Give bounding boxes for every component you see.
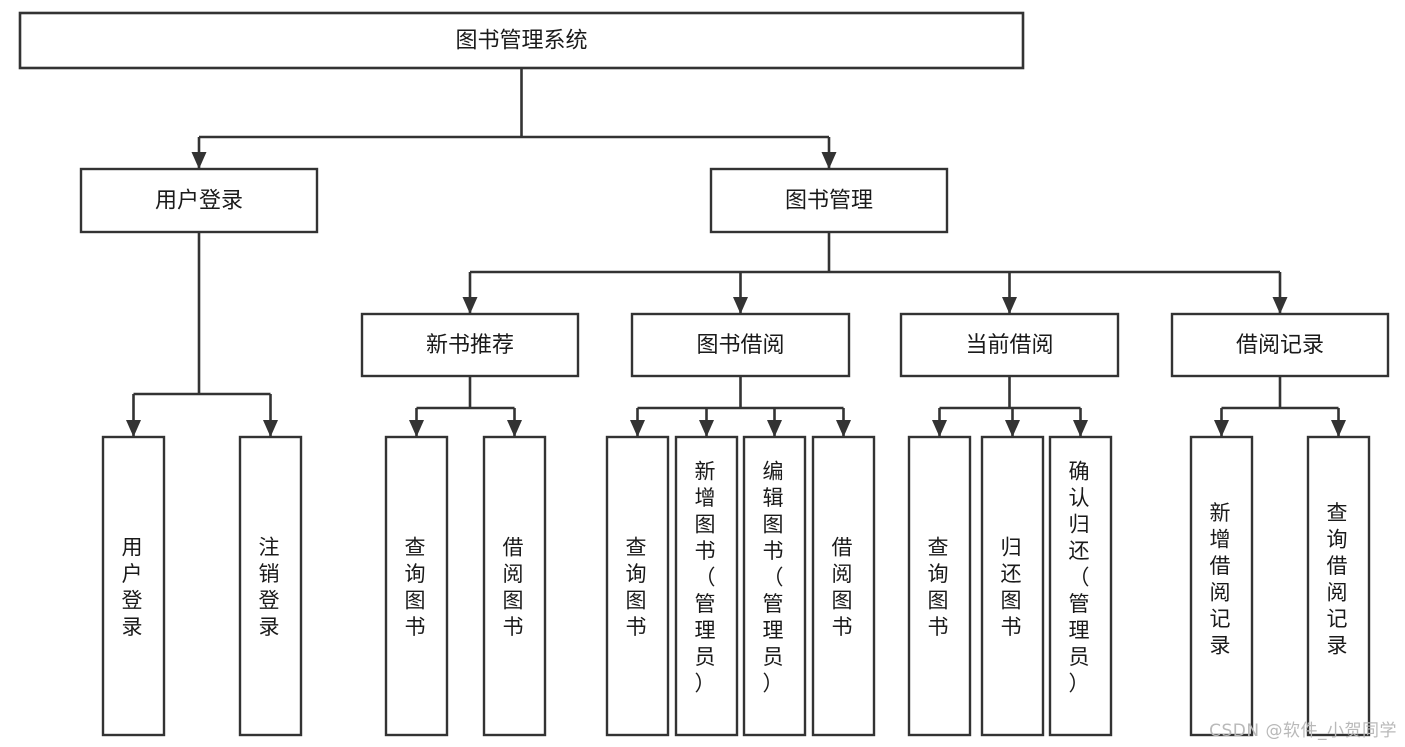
arrow-head-icon [699, 420, 714, 437]
arrow-head-icon [1005, 420, 1020, 437]
node-leaf-return-book-box[interactable] [980, 435, 1045, 737]
node-leaf-confirm-return-label: 确认归还（管理员） [1069, 459, 1093, 695]
node-book-borrow-box[interactable] [630, 312, 851, 378]
node-borrow-record-box[interactable] [1170, 312, 1390, 378]
node-leaf-add-book-label: 新增图书（管理员） [695, 459, 719, 695]
arrow-head-icon [836, 420, 851, 437]
node-leaf-query-book-3-label: 查询图书 [928, 535, 952, 639]
connector-layer [126, 68, 1346, 437]
node-leaf-query-record-box[interactable] [1306, 435, 1371, 737]
node-leaf-query-book-2[interactable]: 查询图书 [605, 435, 670, 737]
node-new-book-recommend-label: 新书推荐 [426, 333, 514, 358]
node-leaf-logout-label: 注销登录 [259, 535, 283, 639]
node-leaf-edit-book-box[interactable] [742, 435, 807, 737]
node-leaf-borrow-book-1[interactable]: 借阅图书 [482, 435, 547, 737]
node-new-book-recommend[interactable]: 新书推荐 [360, 312, 580, 378]
node-leaf-borrow-book-1-box[interactable] [482, 435, 547, 737]
node-leaf-query-book-2-label: 查询图书 [626, 535, 650, 639]
arrow-head-icon [1272, 297, 1288, 314]
node-borrow-record-label: 借阅记录 [1236, 333, 1324, 358]
arrow-head-icon [1214, 420, 1229, 437]
node-root-label: 图书管理系统 [455, 29, 587, 54]
arrow-head-icon [767, 420, 782, 437]
node-leaf-add-record-box[interactable] [1189, 435, 1254, 737]
arrow-head-icon [462, 297, 478, 314]
arrow-head-icon [191, 152, 207, 169]
node-leaf-add-book-box[interactable] [674, 435, 739, 737]
node-leaf-edit-book[interactable]: 编辑图书（管理员） [742, 435, 807, 737]
node-book-manage-box[interactable] [709, 167, 949, 234]
node-leaf-add-book[interactable]: 新增图书（管理员） [674, 435, 739, 737]
arrow-head-icon [733, 297, 748, 314]
node-leaf-borrow-book-2-box[interactable] [811, 435, 876, 737]
node-root[interactable]: 图书管理系统 [18, 11, 1025, 70]
node-user-login-box[interactable] [79, 167, 319, 234]
node-book-manage-label: 图书管理 [785, 189, 873, 214]
node-user-login-label: 用户登录 [155, 189, 243, 214]
node-current-borrow[interactable]: 当前借阅 [899, 312, 1120, 378]
node-book-manage[interactable]: 图书管理 [709, 167, 949, 234]
node-leaf-user-login-box[interactable] [101, 435, 166, 737]
arrow-head-icon [126, 420, 141, 437]
node-borrow-record[interactable]: 借阅记录 [1170, 312, 1390, 378]
node-leaf-return-book-label: 归还图书 [1001, 535, 1025, 639]
node-leaf-logout-box[interactable] [238, 435, 303, 737]
arrow-head-icon [409, 420, 424, 437]
node-root-box[interactable] [18, 11, 1025, 70]
node-leaf-query-record[interactable]: 查询借阅记录 [1306, 435, 1371, 737]
node-leaf-add-record-label: 新增借阅记录 [1210, 501, 1234, 658]
node-leaf-add-record[interactable]: 新增借阅记录 [1189, 435, 1254, 737]
node-leaf-borrow-book-2[interactable]: 借阅图书 [811, 435, 876, 737]
node-leaf-confirm-return-box[interactable] [1048, 435, 1113, 737]
node-user-login[interactable]: 用户登录 [79, 167, 319, 234]
node-leaf-user-login[interactable]: 用户登录 [101, 435, 166, 737]
node-leaf-borrow-book-2-label: 借阅图书 [832, 535, 856, 639]
node-leaf-edit-book-label: 编辑图书（管理员） [763, 459, 787, 695]
arrow-head-icon [1073, 420, 1088, 437]
arrow-head-icon [263, 420, 278, 437]
node-book-borrow-label: 图书借阅 [696, 333, 784, 358]
node-leaf-query-book-3-box[interactable] [907, 435, 972, 737]
node-book-borrow[interactable]: 图书借阅 [630, 312, 851, 378]
arrow-head-icon [932, 420, 947, 437]
node-leaf-query-record-label: 查询借阅记录 [1327, 501, 1351, 658]
node-new-book-recommend-box[interactable] [360, 312, 580, 378]
node-leaf-borrow-book-1-label: 借阅图书 [503, 535, 527, 639]
node-leaf-confirm-return[interactable]: 确认归还（管理员） [1048, 435, 1113, 737]
node-current-borrow-label: 当前借阅 [965, 333, 1053, 358]
node-layer: 图书管理系统用户登录图书管理新书推荐图书借阅当前借阅借阅记录用户登录注销登录查询… [18, 11, 1390, 737]
node-leaf-return-book[interactable]: 归还图书 [980, 435, 1045, 737]
node-leaf-query-book-1-box[interactable] [384, 435, 449, 737]
arrow-head-icon [1002, 297, 1017, 314]
node-leaf-query-book-1-label: 查询图书 [405, 535, 429, 639]
node-leaf-query-book-2-box[interactable] [605, 435, 670, 737]
node-leaf-user-login-label: 用户登录 [122, 535, 146, 639]
node-leaf-query-book-3[interactable]: 查询图书 [907, 435, 972, 737]
arrow-head-icon [1331, 420, 1346, 437]
arrow-head-icon [630, 420, 645, 437]
node-leaf-logout[interactable]: 注销登录 [238, 435, 303, 737]
arrow-head-icon [821, 152, 837, 169]
arrow-head-icon [507, 420, 522, 437]
node-leaf-query-book-1[interactable]: 查询图书 [384, 435, 449, 737]
node-current-borrow-box[interactable] [899, 312, 1120, 378]
